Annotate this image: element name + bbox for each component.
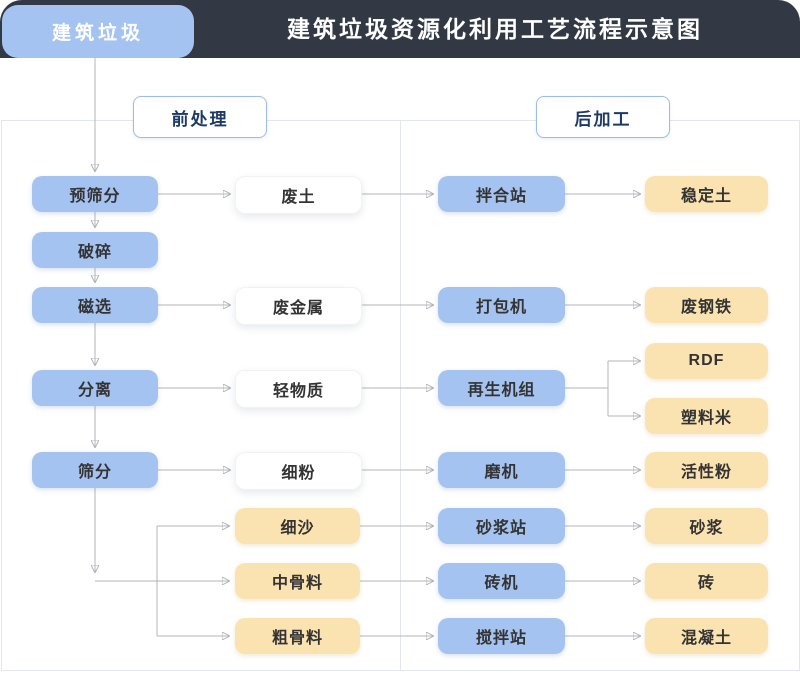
node-brick-machine: 砖机 (438, 563, 565, 599)
node-magnetic-separation: 磁选 (32, 287, 158, 323)
node-medium-aggregate: 中骨料 (235, 563, 360, 599)
node-crushing: 破碎 (32, 232, 158, 268)
node-coarse-aggregate: 粗骨料 (235, 618, 360, 654)
node-mortar-plant: 砂浆站 (438, 508, 565, 544)
node-mill: 磨机 (438, 452, 565, 488)
node-brick: 砖 (645, 563, 768, 599)
node-concrete: 混凝土 (645, 618, 768, 654)
node-fine-sand: 细沙 (235, 508, 360, 544)
node-scrap-steel: 废钢铁 (645, 287, 768, 323)
page-title: 建筑垃圾资源化利用工艺流程示意图 (287, 16, 703, 42)
node-waste-soil: 废土 (235, 176, 362, 214)
node-active-powder: 活性粉 (645, 452, 768, 488)
node-separation: 分离 (32, 370, 158, 406)
node-mortar: 砂浆 (645, 508, 768, 544)
node-light-material: 轻物质 (235, 370, 362, 408)
node-baler: 打包机 (438, 287, 565, 323)
node-mixing-plant: 拌合站 (438, 176, 565, 212)
root-node-construction-waste: 建筑垃圾 (2, 5, 194, 58)
node-scrap-metal: 废金属 (235, 287, 362, 325)
node-regeneration-unit: 再生机组 (438, 370, 565, 406)
node-pre-screening: 预筛分 (32, 176, 158, 212)
node-plastic-pellets: 塑料米 (645, 398, 768, 434)
node-screening: 筛分 (32, 452, 158, 488)
node-concrete-plant: 搅拌站 (438, 618, 565, 654)
section-label-post-processing: 后加工 (536, 96, 670, 138)
section-label-pre-processing: 前处理 (133, 96, 267, 138)
node-fine-powder: 细粉 (235, 452, 362, 490)
node-stabilized-soil: 稳定土 (645, 176, 768, 212)
node-rdf: RDF (645, 343, 768, 379)
